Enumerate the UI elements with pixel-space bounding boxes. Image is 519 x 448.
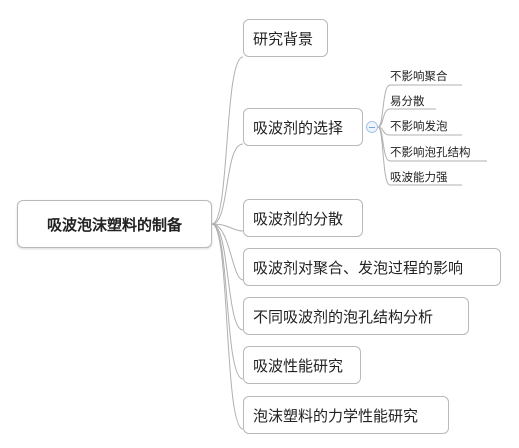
branch-label: 不同吸波剂的泡孔结构分析	[253, 307, 434, 326]
leaf-no-foaming-impact[interactable]: 不影响发泡	[390, 119, 448, 133]
leaf-easy-dispersion[interactable]: 易分散	[390, 94, 425, 108]
branch-label: 研究背景	[253, 29, 314, 48]
branch-absorber-dispersion[interactable]: 吸波剂的分散	[243, 199, 363, 237]
branch-cell-structure-analysis[interactable]: 不同吸波剂的泡孔结构分析	[243, 297, 469, 335]
connector-root-branch-2	[211, 143, 244, 225]
connector-leaf-1	[377, 84, 462, 128]
connector-root-branch-6	[211, 223, 244, 380]
branch-polymerization-foaming-effect[interactable]: 吸波剂对聚合、发泡过程的影响	[243, 248, 501, 286]
branch-absorber-selection[interactable]: 吸波剂的选择	[243, 108, 363, 146]
branch-research-background[interactable]: 研究背景	[243, 19, 328, 57]
branch-label: 吸波剂对聚合、发泡过程的影响	[253, 258, 464, 277]
branch-label: 吸波剂的分散	[253, 209, 344, 228]
branch-label: 吸波剂的选择	[253, 118, 344, 137]
collapse-toggle-icon[interactable]	[366, 121, 378, 133]
branch-label: 吸波性能研究	[253, 356, 344, 375]
leaf-no-polymerization-impact[interactable]: 不影响聚合	[390, 69, 448, 83]
connector-leaf-2	[377, 108, 436, 128]
root-label: 吸波泡沫塑料的制备	[46, 215, 182, 234]
leaf-no-cell-structure-impact[interactable]: 不影响泡孔结构	[390, 145, 471, 159]
branch-label: 泡沫塑料的力学性能研究	[253, 406, 419, 425]
root-node[interactable]: 吸波泡沫塑料的制备	[17, 200, 212, 248]
connector-root-branch-4	[211, 223, 244, 281]
branch-absorption-performance[interactable]: 吸波性能研究	[243, 346, 361, 384]
connector-leaf-5	[377, 126, 462, 186]
connector-root-branch-3	[211, 223, 244, 232]
connector-root-branch-1	[211, 56, 244, 225]
leaf-strong-absorption[interactable]: 吸波能力强	[390, 170, 448, 184]
connector-root-branch-7	[211, 223, 244, 430]
branch-mechanical-properties[interactable]: 泡沫塑料的力学性能研究	[243, 396, 449, 434]
connector-root-branch-5	[211, 223, 244, 331]
